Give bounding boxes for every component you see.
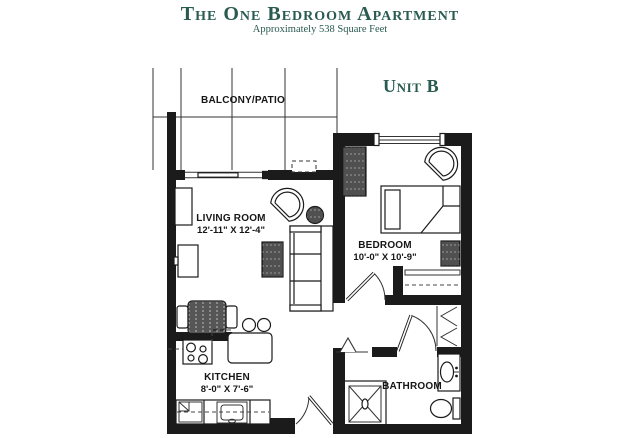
closet-shelf-icon (404, 269, 461, 286)
dresser-icon (342, 146, 367, 197)
shower-icon (343, 380, 387, 428)
bathroom-sink-icon (437, 353, 461, 392)
dining-table-icon (187, 300, 227, 335)
balcony-label: BALCONY/PATIO (201, 95, 285, 106)
range-stove-icon (182, 339, 213, 365)
bathroom-label: BATHROOM (382, 381, 442, 392)
living-room-label: LIVING ROOM (196, 213, 265, 224)
bifold-door-icon (336, 336, 368, 353)
bedroom-label: BEDROOM (358, 240, 412, 251)
dining-chair-icon (176, 305, 238, 329)
bar-stool-icon (241, 317, 272, 333)
kitchen-label: KITCHEN (204, 372, 250, 383)
balcony-railing-icon (152, 68, 338, 170)
coffee-table-icon (261, 241, 284, 278)
door-swing-icon (396, 314, 437, 352)
tub-chair-icon (424, 146, 459, 181)
tub-chair-icon (270, 187, 305, 222)
door-swing-icon (345, 271, 386, 302)
toilet-icon (429, 397, 461, 420)
round-side-table-icon (305, 205, 325, 225)
bedroom-dims: 10'-0" X 10'-9" (353, 252, 416, 263)
dresser-icon (440, 240, 461, 267)
sofa-icon (289, 225, 334, 312)
window-icon (373, 132, 446, 147)
kitchen-counter (227, 332, 273, 364)
tv-stand-icon (173, 244, 199, 278)
bookcase-icon (174, 187, 193, 226)
living-room-dims: 12'-11" X 12'-4" (197, 225, 265, 236)
page-title: The One Bedroom Apartment (181, 3, 459, 25)
unit-label: Unit B (383, 76, 439, 96)
sliding-door-icon (185, 170, 269, 180)
bed-icon (380, 185, 461, 234)
bifold-door-icon (436, 306, 458, 347)
page-subtitle: Approximately 538 Square Feet (253, 24, 388, 35)
kitchen-dims: 8'-0" X 7'-6" (201, 384, 254, 395)
balcony-unit-dashed (291, 160, 317, 173)
entry-door-swing-icon (295, 395, 334, 426)
walls (167, 112, 472, 434)
